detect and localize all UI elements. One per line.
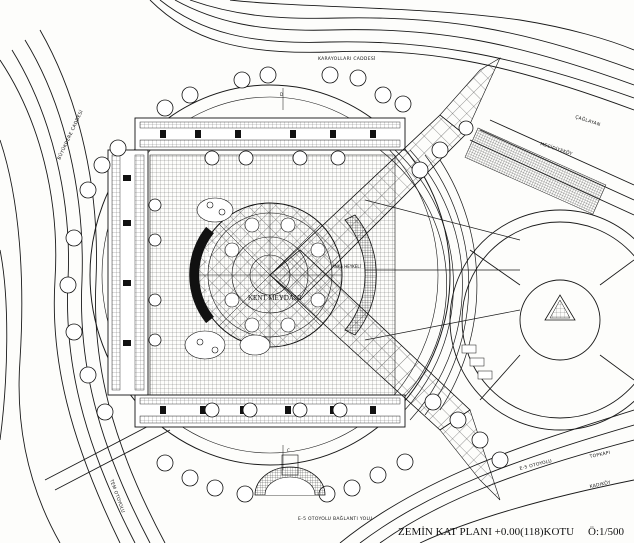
trees	[59, 66, 509, 503]
east-colonnade	[344, 214, 377, 336]
south-entrance	[254, 454, 326, 496]
section-mark-bottom: C	[287, 448, 290, 453]
center-label: KENT MEYDANI	[248, 294, 302, 302]
building-block-west	[107, 149, 149, 396]
road-label-caglayan: ÇAĞLAYAN	[574, 113, 601, 128]
road-label-bottom: E-5 OTOYOLU BAĞLANTI YOLU	[298, 515, 373, 522]
plan-title: ZEMİN KAT PLANI +0.00(118)KOTU	[398, 526, 574, 538]
road-label-left-lower: TEM OTOYOLU	[108, 478, 126, 514]
plaza-label: ANKA HEYKELİ	[332, 264, 361, 269]
central-plaza	[189, 202, 343, 348]
roundabout-monument	[461, 294, 576, 380]
site-boundary	[89, 84, 451, 466]
section-mark-top: D	[280, 92, 283, 97]
road-label-topkapi: TOPKAPI	[588, 450, 611, 460]
road-label-top: KARAYOLLARI CADDESİ	[318, 55, 376, 62]
building-block-south	[134, 394, 406, 428]
gardens	[184, 197, 271, 360]
road-label-mecidiyekoy: MECİDİYEKÖY	[539, 140, 573, 157]
road-label-kadikoy: KADIKÖY	[589, 479, 612, 490]
building-block-north	[134, 117, 406, 151]
plan-scale: Ö:1/500	[588, 526, 625, 538]
